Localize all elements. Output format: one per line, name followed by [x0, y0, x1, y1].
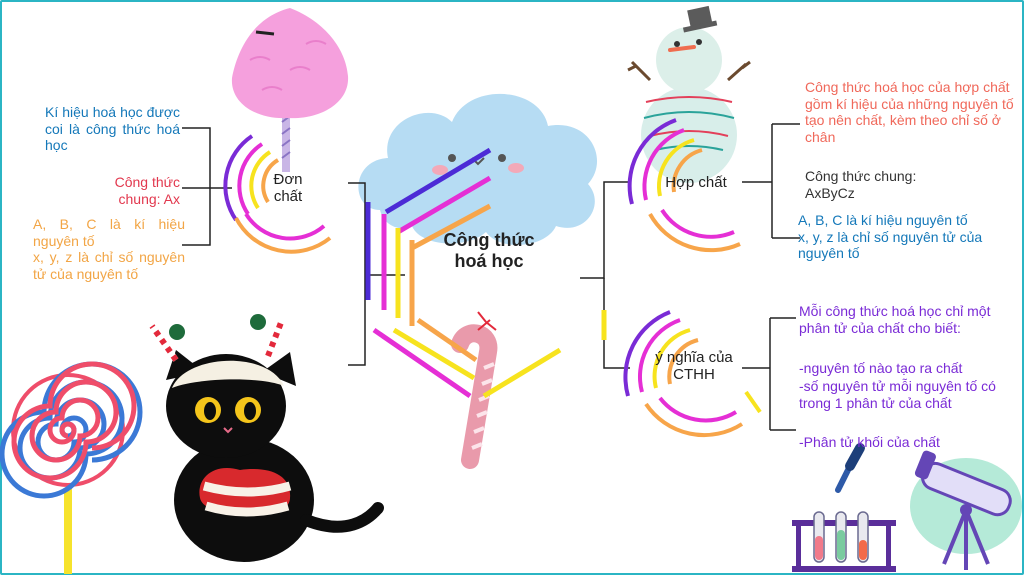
- lollipop-icon: [0, 361, 143, 574]
- don-chat-note-indices: A, B, C là kí hiệu nguyên tố x, y, z là …: [33, 216, 185, 282]
- y-nghia-note-elements: -nguyên tố nào tạo ra chất: [799, 360, 963, 376]
- arcs-hop-chat: [627, 118, 741, 253]
- hop-chat-note-indices: A, B, C là kí hiệu nguyên tố x, y, z là …: [798, 212, 983, 261]
- arcs-y-nghia: [623, 310, 762, 438]
- branch-don-chat: Đơn chất: [273, 171, 303, 205]
- black-cat-icon: [149, 314, 384, 562]
- hop-chat-note-definition: Công thức hoá học của hợp chất gồm kí hi…: [805, 79, 1014, 145]
- test-tubes-icon: [792, 511, 896, 572]
- cotton-candy-icon: [231, 8, 349, 172]
- connector-lines: [182, 123, 800, 431]
- y-nghia-note-intro: Mỗi công thức hoá học chỉ một phân tử củ…: [799, 303, 991, 336]
- center-node-title: Công thức hoá học: [443, 230, 535, 271]
- arcs-don-chat: [223, 134, 332, 254]
- don-chat-note-formula: Công thức chung: Ax: [114, 174, 180, 207]
- don-chat-note-symbol: Kí hiệu hoá học được coi là công thức ho…: [45, 104, 180, 153]
- center-web-decoration: [365, 147, 607, 399]
- dropper-icon: [835, 443, 865, 493]
- hop-chat-note-formula: Công thức chung: AxByCz: [805, 168, 917, 201]
- snowman-icon: [627, 5, 751, 183]
- candy-cane-icon: [451, 311, 498, 469]
- y-nghia-note-mass: -Phân tử khối của chất: [799, 434, 940, 450]
- y-nghia-note-atoms: -số nguyên tử mỗi nguyên tố có trong 1 p…: [799, 378, 996, 411]
- cloud-face-icon: [358, 93, 598, 245]
- branch-y-nghia: ý nghĩa của CTHH: [655, 349, 733, 383]
- branch-hop-chat: Hợp chất: [665, 174, 727, 191]
- telescope-icon: [910, 450, 1022, 570]
